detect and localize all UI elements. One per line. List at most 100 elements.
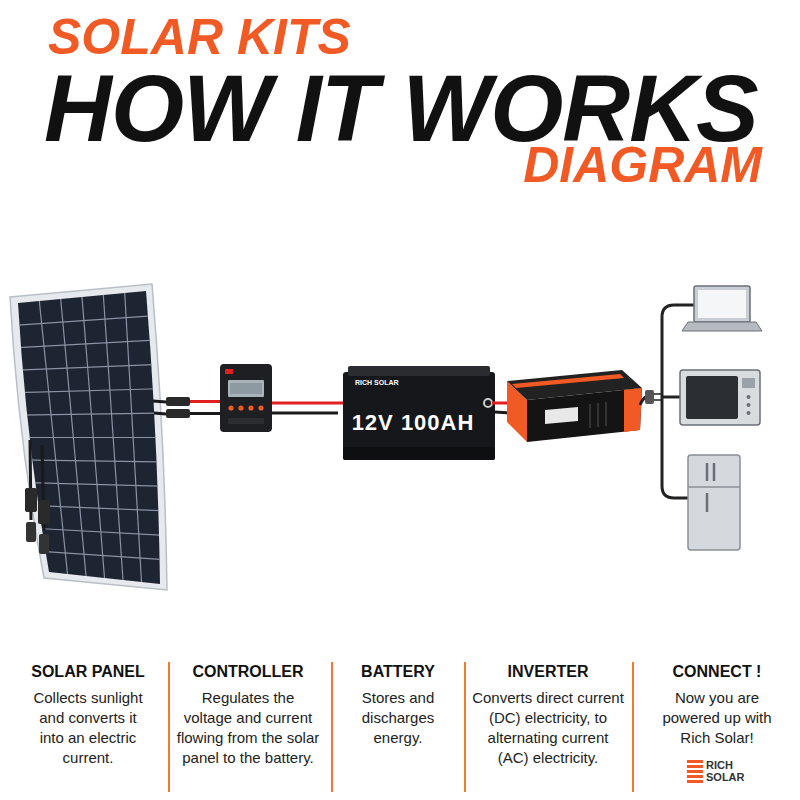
panel-wires [153,397,221,418]
solar-panel-part [26,522,36,542]
panel-wires-part [190,400,221,403]
text-column: CONTROLLER Regulates the voltage and curr… [176,662,320,768]
column-dividers-part [331,662,333,792]
title-tail: DIAGRAM [523,140,762,190]
microwave-part [747,403,751,407]
title-kicker: SOLAR KITS [48,12,351,62]
text-column: BATTERY Stores and discharges energy. [343,662,453,748]
charge-controller-part [220,364,272,432]
inverter-part [527,388,642,442]
power-cords-part [645,390,654,404]
panel-cells-part [14,460,162,462]
solar-panel-part [10,284,167,590]
battery-wires-part [272,412,338,415]
panel-wires-part [153,401,166,402]
microwave-part [680,370,760,425]
battery [343,366,495,460]
inverter-wires-part [484,399,492,407]
logo-icon-part [687,775,703,778]
microwave-part [747,395,751,399]
column-body: Stores and discharges energy. [343,688,453,748]
charge-controller-part [228,380,264,397]
logo-icon-part [687,760,703,763]
charge-controller-part [225,369,233,374]
panel-cells-part [14,389,160,393]
battery-part [348,366,490,376]
column-dividers [169,662,633,792]
inverter-part [589,404,591,428]
power-cords-part [654,393,661,395]
logo-icon-part [687,780,703,783]
charge-controller [220,364,272,432]
microwave-part [686,376,738,419]
charge-controller-part [228,418,264,424]
column-heading: CONNECT ! [652,662,782,682]
refrigerator-part [688,486,740,488]
refrigerator-part [713,463,716,481]
column-body: Converts direct current (DC) electricity… [471,688,626,768]
laptop-part [694,286,750,322]
panel-cells [14,293,162,582]
laptop-part [698,290,746,318]
panel-cells-part [14,340,160,348]
solar-panel-part [25,488,37,512]
panel-cells-part [14,527,162,535]
column-dividers-part [464,662,466,792]
panel-cells-part [14,482,162,486]
microwave [680,370,760,425]
power-cords-part [662,396,680,399]
logo-icon-part [687,770,703,773]
brand-logo: RICH SOLAR [706,759,750,783]
charge-controller-part [228,405,233,410]
panel-cells-part [14,315,160,325]
column-heading: SOLAR PANEL [26,662,151,682]
text-column: SOLAR PANEL Collects sunlight and convert… [26,662,151,768]
logo-icon-part [687,765,703,768]
microwave-part [747,411,751,415]
panel-wires-part [166,397,190,406]
solar-panel-part [38,500,50,524]
microwave-part [742,378,755,388]
inverter-part [605,402,607,426]
refrigerator-part [706,493,709,512]
solar-panel-part [39,534,49,554]
refrigerator-part [688,455,740,550]
laptop [682,286,762,331]
laptop-part [682,322,762,331]
panel-cells-part [14,364,160,370]
logo-icon [687,760,703,783]
text-column: INVERTER Converts direct current (DC) ele… [471,662,626,768]
battery-wires-part [272,402,349,405]
charge-controller-part [248,405,253,410]
column-heading: CONTROLLER [176,662,320,682]
text-column: CONNECT ! Now you are powered up with Ric… [652,662,782,748]
column-heading: BATTERY [343,662,453,682]
solar-panel [10,284,167,590]
charge-controller-part [238,405,243,410]
refrigerator [688,455,740,550]
inverter-part [624,388,642,432]
column-body: Now you are powered up with Rich Solar! [652,688,782,748]
power-cords-part [654,399,661,401]
battery-part [343,372,495,460]
column-body: Regulates the voltage and current flowin… [176,688,320,768]
refrigerator-part [706,463,709,481]
inverter-part [545,407,578,424]
inverter-part [597,403,599,427]
charge-controller-part [230,383,262,394]
column-dividers-part [632,662,634,792]
panel-wires-part [154,413,166,414]
inverter-part [512,374,624,388]
panel-cells-part [14,550,162,560]
panel-cells-part [14,413,160,415]
charge-controller-part [258,405,263,410]
panel-wires-part [166,409,190,418]
column-dividers-part [168,662,170,792]
battery-part [343,447,495,460]
battery-rating: 12V 100AH [343,412,483,434]
column-body: Collects sunlight and converts it into a… [26,688,151,768]
column-heading: INVERTER [471,662,626,682]
inverter [507,370,642,442]
